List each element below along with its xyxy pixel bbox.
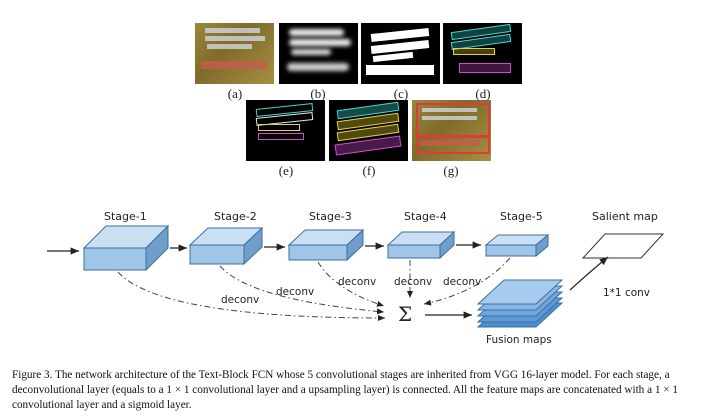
deconv-label-3: deconv <box>338 276 377 288</box>
stage-5-block <box>484 233 550 258</box>
salient-map-label: Salient map <box>592 210 658 223</box>
deconv-path-2 <box>219 265 385 315</box>
deconv-label-1: deconv <box>221 294 260 306</box>
stage-4-block <box>386 230 456 260</box>
salient-map-plane <box>581 233 665 259</box>
conv-label: 1*1 conv <box>603 287 651 299</box>
panel-g-label: (g) <box>443 163 459 178</box>
panel-g-image <box>412 100 491 161</box>
panel-b-label: (b) <box>310 86 326 101</box>
deconv-label-2: deconv <box>276 286 315 298</box>
deconv-label-5: deconv <box>443 276 482 288</box>
stage-2-label: Stage-2 <box>214 210 257 223</box>
panel-a-image <box>195 23 274 84</box>
deconv-label-4: deconv <box>394 276 433 288</box>
stage-1-block <box>82 224 170 272</box>
panel-c-label: (c) <box>393 86 409 101</box>
panel-e-label: (e) <box>278 163 294 178</box>
deconv-path-5 <box>423 257 511 306</box>
stage-2-block <box>188 226 264 266</box>
panel-f-label: (f) <box>362 163 376 178</box>
sum-symbol: Σ <box>398 302 413 326</box>
stage-5-label: Stage-5 <box>500 210 543 223</box>
fusion-maps-label: Fusion maps <box>486 334 552 346</box>
deconv-path-3 <box>317 261 385 307</box>
panel-d-label: (d) <box>475 86 491 101</box>
panel-e-image <box>246 100 325 161</box>
stage-3-label: Stage-3 <box>309 210 352 223</box>
deconv-path-1 <box>117 271 386 321</box>
conv-arrow <box>569 256 609 291</box>
fusion-maps-stack <box>476 279 564 328</box>
panel-a-label: (a) <box>227 86 243 101</box>
stage-1-label: Stage-1 <box>104 210 147 223</box>
panel-d-image <box>443 23 522 84</box>
figure-caption: Figure 3. The network architecture of th… <box>12 369 678 411</box>
stage-3-block <box>287 228 365 262</box>
stage-4-label: Stage-4 <box>404 210 447 223</box>
panel-b-image <box>279 23 358 84</box>
panel-f-image <box>329 100 408 161</box>
panel-c-image <box>361 23 440 84</box>
